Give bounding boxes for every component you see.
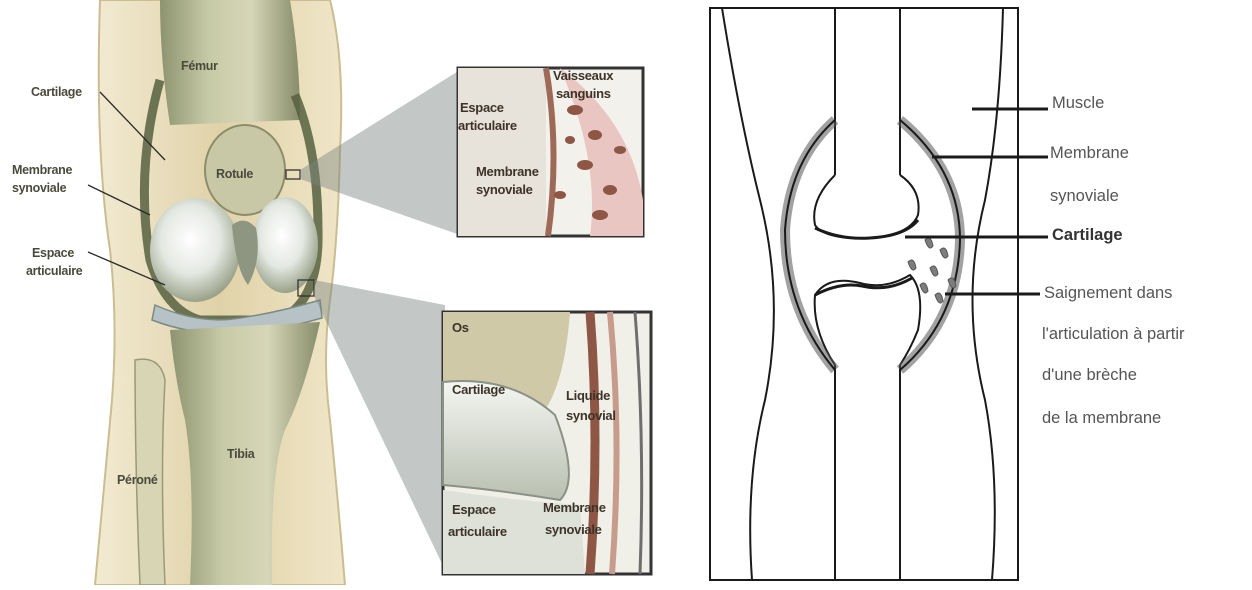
label-saignement-3: d'une brèche [1042,365,1137,386]
inset-top-membrane-2: synoviale [476,182,533,198]
label-espace-articulaire-1: Espace [32,245,74,261]
label-membrane-2: synoviale [1050,186,1119,207]
inset-bottom-membrane-2: synoviale [545,522,602,538]
left-knee-illustration [88,0,460,585]
inset-top-espace-1: Espace [460,100,504,116]
label-espace-articulaire-2: articulaire [26,263,82,279]
inset-bottom-cartilage: Cartilage [452,382,505,398]
inset-top [458,68,643,236]
inset-top-vaisseaux-2: sanguins [556,86,611,102]
label-tibia: Tibia [227,446,254,462]
label-femur: Fémur [181,58,218,74]
inset-top-espace-2: articulaire [458,118,517,134]
label-membrane-1: Membrane [1050,143,1129,164]
label-saignement-4: de la membrane [1042,408,1161,429]
label-cartilage-right: Cartilage [1052,225,1123,246]
label-membrane-synoviale-1: Membrane [12,162,72,178]
inset-bottom-espace-1: Espace [452,502,496,518]
inset-top-membrane-1: Membrane [476,164,539,180]
label-saignement-2: l'articulation à partir [1042,324,1185,345]
inset-bottom-os: Os [452,320,469,336]
label-membrane-synoviale-2: synoviale [12,180,66,196]
inset-top-vaisseaux-1: Vaisseaux [553,68,613,84]
inset-bottom-espace-2: articulaire [448,524,507,540]
label-cartilage-left: Cartilage [31,84,82,100]
medial-condyle [150,198,240,302]
label-muscle: Muscle [1052,93,1104,114]
inset-bottom-membrane-1: Membrane [543,500,606,516]
lateral-condyle [252,197,318,293]
label-saignement-1: Saignement dans [1044,283,1172,304]
right-knee-schematic [710,8,1048,580]
inset-bottom-liquide-1: Liquide [566,388,610,404]
inset-bottom-liquide-2: synovial [566,408,616,424]
label-perone: Péroné [117,472,158,488]
label-rotule: Rotule [216,166,253,182]
